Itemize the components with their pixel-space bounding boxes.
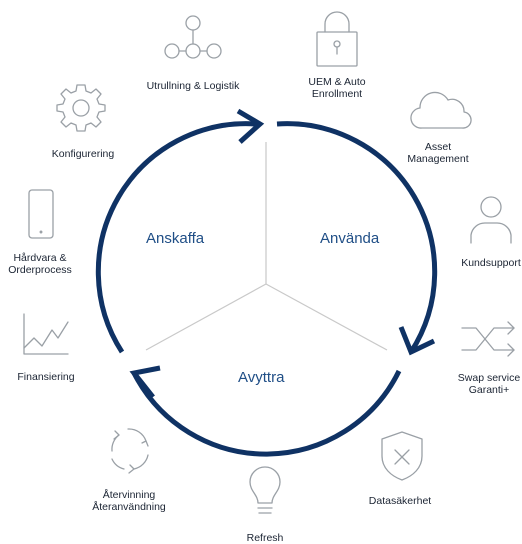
label-uem-line-1: UEM & Auto bbox=[308, 76, 366, 88]
label-rollout: Utrullning & Logistik bbox=[133, 80, 253, 92]
segment-dispose: Avyttra bbox=[238, 369, 285, 386]
lock-icon bbox=[314, 10, 360, 68]
user-icon bbox=[469, 195, 513, 245]
cycle-arc-acquire bbox=[95, 121, 257, 354]
label-uem: UEM & Auto Enrollment bbox=[287, 76, 387, 100]
cycle-arrowhead-left bbox=[129, 365, 161, 399]
divider-left bbox=[145, 283, 267, 351]
label-asset-line-2: Management bbox=[407, 153, 469, 165]
cloud-icon bbox=[410, 88, 472, 132]
divider-right bbox=[265, 283, 388, 351]
label-recycle-line-2: Återanvändning bbox=[92, 501, 166, 513]
label-asset-line-1: Asset bbox=[424, 141, 452, 153]
label-support-line-1: Kundsupport bbox=[461, 257, 521, 269]
cycle-arc-use bbox=[276, 121, 438, 354]
label-refresh-line-1: Refresh bbox=[246, 532, 284, 544]
network-icon bbox=[163, 15, 223, 65]
label-hardware-line-2: Orderprocess bbox=[8, 264, 72, 276]
segment-acquire: Anskaffa bbox=[146, 230, 205, 247]
shield-icon bbox=[380, 430, 424, 482]
label-asset: Asset Management bbox=[388, 141, 488, 165]
cycle-arc-dispose bbox=[131, 369, 402, 457]
label-config-line-1: Konfigurering bbox=[51, 148, 115, 160]
segment-use: Använda bbox=[320, 230, 380, 247]
label-recycle: Återvinning Återanvändning bbox=[76, 489, 182, 513]
shuffle-icon bbox=[460, 320, 518, 358]
label-uem-line-2: Enrollment bbox=[311, 88, 363, 100]
lightbulb-icon bbox=[247, 465, 283, 521]
cycle-arrowhead-top bbox=[236, 108, 265, 144]
phone-icon bbox=[28, 189, 54, 239]
label-recycle-line-1: Återvinning bbox=[102, 489, 156, 501]
cycle-arrowhead-right bbox=[398, 326, 436, 356]
gear-icon bbox=[56, 82, 106, 132]
label-security-line-1: Datasäkerhet bbox=[368, 495, 432, 507]
chart-icon bbox=[22, 312, 70, 356]
label-refresh: Refresh bbox=[225, 532, 305, 544]
label-swap-line-2: Garanti+ bbox=[468, 384, 510, 396]
label-swap-line-1: Swap service bbox=[457, 372, 521, 384]
recycle-icon bbox=[106, 423, 154, 475]
label-swap: Swap service Garanti+ bbox=[441, 372, 522, 396]
label-hardware: Hårdvara & Orderprocess bbox=[0, 252, 80, 276]
label-hardware-line-1: Hårdvara & bbox=[13, 252, 67, 264]
label-finance-line-1: Finansiering bbox=[17, 371, 75, 383]
label-security: Datasäkerhet bbox=[350, 495, 450, 507]
label-support: Kundsupport bbox=[446, 257, 522, 269]
label-finance: Finansiering bbox=[6, 371, 86, 383]
label-rollout-line-1: Utrullning & Logistik bbox=[146, 80, 240, 92]
label-config: Konfigurering bbox=[38, 148, 128, 160]
